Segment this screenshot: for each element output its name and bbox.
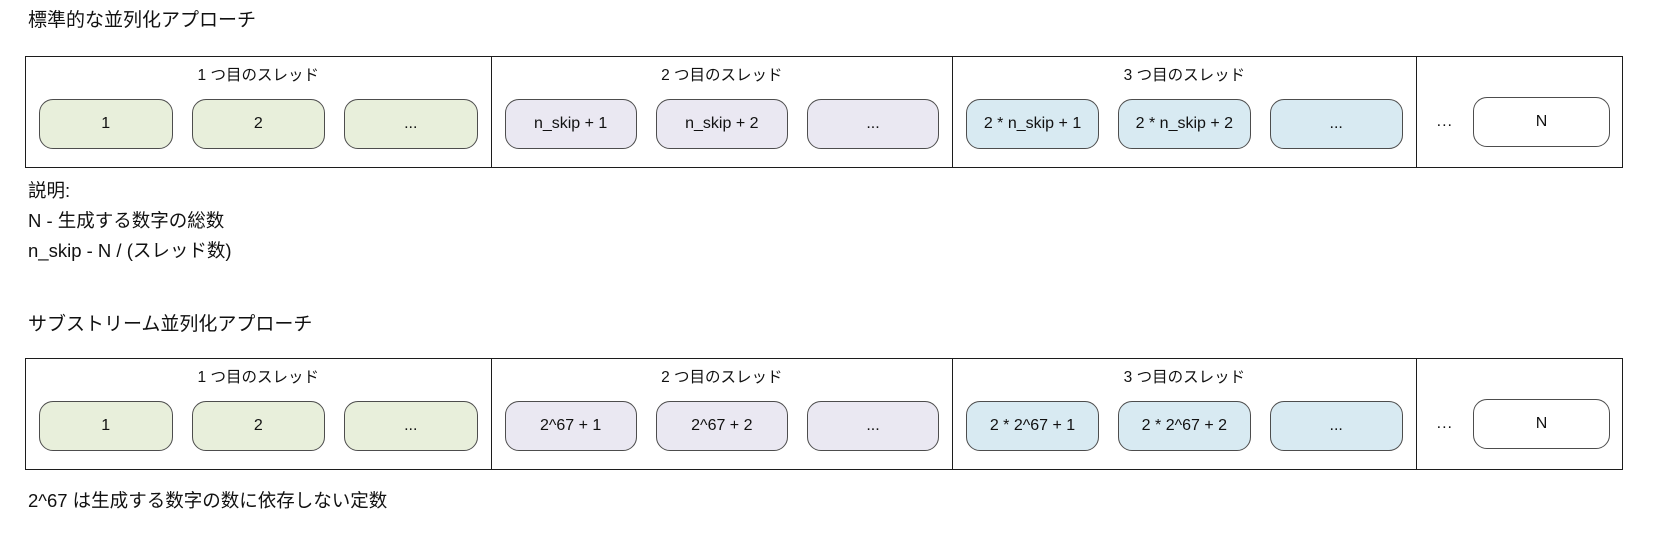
number-box: 2 * 2^67 + 2 xyxy=(1117,400,1251,451)
ellipsis-box: ... xyxy=(806,400,940,451)
thread-label: 2 つ目のスレッド xyxy=(661,369,783,386)
thread-label: 2 つ目のスレッド xyxy=(661,67,783,84)
number-box: n_skip + 2 xyxy=(655,98,788,149)
diagram2-thread-3: 3 つ目のスレッド 2 * 2^67 + 1 2 * 2^67 + 2 ... xyxy=(953,359,1417,469)
ellipsis-box: ... xyxy=(344,98,478,149)
box-row: 1 2 ... xyxy=(26,388,491,469)
diagram1-thread-1: 1 つ目のスレッド 1 2 ... xyxy=(26,57,492,167)
diagram2-strip: 1 つ目のスレッド 1 2 ... 2 つ目のスレッド 2^67 + 1 2^6… xyxy=(25,358,1623,470)
number-box: n_skip + 1 xyxy=(504,98,637,149)
ellipsis-box: ... xyxy=(1269,98,1403,149)
legend-heading: 説明: xyxy=(28,180,71,201)
ellipsis-text: ... xyxy=(1436,113,1453,130)
ellipsis-box: ... xyxy=(806,98,940,149)
final-n-box: N xyxy=(1472,399,1610,449)
ellipsis-box: ... xyxy=(344,400,478,451)
number-box: 2 xyxy=(191,98,326,149)
number-box: 2 * n_skip + 2 xyxy=(1117,98,1251,149)
diagram1-title: 標準的な並列化アプローチ xyxy=(28,10,257,31)
legend-notes: 説明: N - 生成する数字の総数 n_skip - N / (スレッド数) xyxy=(28,176,232,266)
diagram1-thread-3: 3 つ目のスレッド 2 * n_skip + 1 2 * n_skip + 2 … xyxy=(953,57,1417,167)
box-row: n_skip + 1 n_skip + 2 ... xyxy=(492,86,953,167)
diagram2-thread-1: 1 つ目のスレッド 1 2 ... xyxy=(26,359,492,469)
diagram2-title: サブストリーム並列化アプローチ xyxy=(28,314,313,335)
box-row: 2 * n_skip + 1 2 * n_skip + 2 ... xyxy=(953,86,1416,167)
box-row: 2^67 + 1 2^67 + 2 ... xyxy=(492,388,953,469)
diagram1-thread-2: 2 つ目のスレッド n_skip + 1 n_skip + 2 ... xyxy=(492,57,954,167)
diagram1-strip: 1 つ目のスレッド 1 2 ... 2 つ目のスレッド n_skip + 1 n… xyxy=(25,56,1623,168)
final-n-box: N xyxy=(1472,97,1610,147)
thread-label: 1 つ目のスレッド xyxy=(197,369,319,386)
number-box: 2 * n_skip + 1 xyxy=(966,98,1099,149)
box-row: 2 * 2^67 + 1 2 * 2^67 + 2 ... xyxy=(953,388,1416,469)
diagram2-thread-2: 2 つ目のスレッド 2^67 + 1 2^67 + 2 ... xyxy=(492,359,954,469)
number-box: 2 xyxy=(191,400,326,451)
diagram2-tail-section: ... N xyxy=(1417,359,1622,469)
ellipsis-text: ... xyxy=(1436,415,1453,432)
number-box: 2^67 + 1 xyxy=(504,400,637,451)
thread-label: 3 つ目のスレッド xyxy=(1123,67,1246,84)
legend-line-n: N - 生成する数字の総数 xyxy=(28,210,225,231)
number-box: 1 xyxy=(39,400,173,451)
ellipsis-box: ... xyxy=(1269,400,1403,451)
number-box: 1 xyxy=(39,98,173,149)
number-box: 2^67 + 2 xyxy=(655,400,788,451)
footnote-constant-note: 2^67 は生成する数字の数に依存しない定数 xyxy=(28,490,388,511)
legend-line-nskip: n_skip - N / (スレッド数) xyxy=(28,240,232,261)
number-box: 2 * 2^67 + 1 xyxy=(966,400,1099,451)
diagram1-tail-section: ... N xyxy=(1417,57,1622,167)
box-row: 1 2 ... xyxy=(26,86,491,167)
thread-label: 3 つ目のスレッド xyxy=(1123,369,1246,386)
thread-label: 1 つ目のスレッド xyxy=(197,67,319,84)
